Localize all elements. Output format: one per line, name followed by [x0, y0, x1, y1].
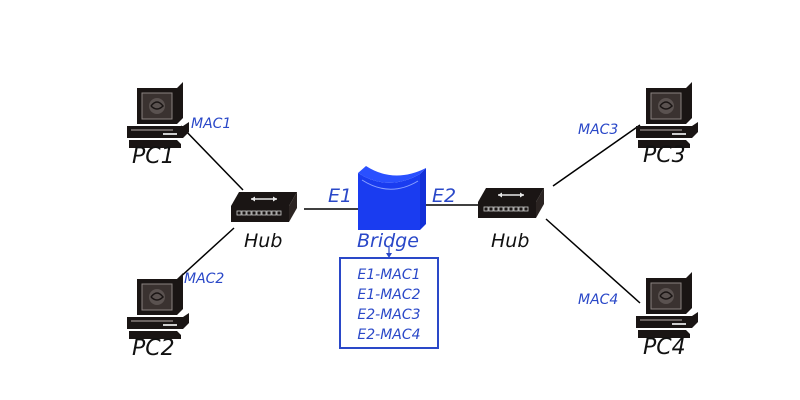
pc1-mac-label: MAC1 — [191, 116, 232, 132]
pc1-computer-icon — [126, 81, 190, 149]
table-arrow-head — [386, 253, 392, 258]
link-hub2-pc4 — [545, 218, 641, 304]
mac-table-row: E1-MAC2 — [357, 287, 421, 303]
pc4-mac-label: MAC4 — [578, 292, 619, 308]
hub1-label: Hub — [244, 230, 283, 252]
hub2-label: Hub — [491, 230, 530, 252]
pc4-computer-icon — [635, 271, 699, 339]
link-hub2-pc3 — [552, 124, 641, 187]
mac-table-row: E2-MAC4 — [357, 327, 421, 343]
pc1-label: PC1 — [132, 144, 175, 169]
pc3-mac-label: MAC3 — [578, 122, 619, 138]
bridge-mac-table: E1-MAC1 E1-MAC2 E2-MAC3 E2-MAC4 — [339, 257, 439, 349]
pc2-label: PC2 — [132, 336, 175, 361]
pc3-computer-icon — [635, 81, 699, 149]
link-pc2-hub1 — [176, 227, 235, 281]
pc2-mac-label: MAC2 — [184, 271, 225, 287]
pc2-computer-icon — [126, 272, 190, 340]
mac-table-row: E2-MAC3 — [357, 307, 421, 323]
link-pc1-hub1 — [180, 125, 244, 191]
bridge-icon — [358, 166, 426, 230]
pc3-label: PC3 — [643, 143, 686, 168]
hub1-icon — [230, 191, 298, 223]
mac-table-row: E1-MAC1 — [357, 267, 421, 283]
bridge-label: Bridge — [357, 230, 419, 252]
hub2-icon — [477, 187, 545, 219]
pc4-label: PC4 — [643, 335, 686, 360]
port-e2-label: E2 — [432, 185, 457, 207]
port-e1-label: E1 — [328, 185, 353, 207]
